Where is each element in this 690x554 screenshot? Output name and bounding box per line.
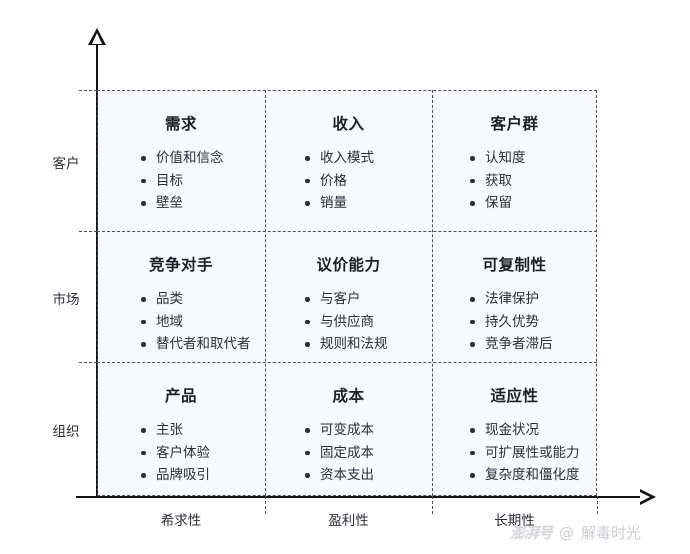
x-axis-label-desirability: 希求性 [160,513,202,529]
list-item: 主张 [141,419,265,442]
list-item: 收入模式 [305,147,432,170]
list-item: 可变成本 [305,419,432,442]
x-axis-tick-3 [597,496,598,514]
cell-title: 成本 [332,387,365,405]
list-item: 法律保护 [470,288,597,311]
list-item: 资本支出 [305,464,432,487]
list-item: 认知度 [470,147,597,170]
cell-title: 产品 [164,387,197,405]
y-axis-tick-2 [79,362,97,363]
cell-title: 竞争对手 [148,256,213,274]
x-axis-tick-2 [432,496,433,514]
x-axis-label-profitability: 盈利性 [328,513,369,529]
x-axis-line [76,496,642,498]
matrix-column-divider-1 [265,90,266,496]
matrix-cell-market-longevity[interactable]: 可复制性 法律保护 持久优势 竞争者滞后 [432,231,597,362]
watermark-at-symbol: @ [559,523,575,542]
cell-item-list: 可变成本 固定成本 资本支出 [265,419,432,487]
matrix-row-divider-2 [97,362,597,363]
watermark-platform-logo: 澎湃号 [510,524,553,542]
list-item: 品牌吸引 [141,464,265,487]
list-item: 竞争者滞后 [470,333,597,356]
matrix-background [97,90,597,496]
x-axis-tick-1 [265,496,266,514]
list-item: 现金状况 [470,419,597,442]
list-item: 规则和法规 [305,333,432,356]
matrix-grid: 需求 价值和信念 目标 壁垒 收入 收入模式 价格 销量 客户群 认知度 获取 … [97,90,597,496]
list-item: 可扩展性或能力 [470,442,597,465]
list-item: 固定成本 [305,442,432,465]
matrix-cell-market-profitability[interactable]: 议价能力 与客户 与供应商 规则和法规 [265,231,432,362]
cell-item-list: 现金状况 可扩展性或能力 复杂度和僵化度 [432,419,597,487]
list-item: 保留 [470,192,597,215]
cell-item-list: 认知度 获取 保留 [432,147,597,215]
list-item: 目标 [141,170,265,193]
list-item: 与客户 [305,288,432,311]
matrix-cell-customer-desirability[interactable]: 需求 价值和信念 目标 壁垒 [97,90,265,231]
x-axis-label-longevity: 长期性 [494,513,535,529]
y-axis-tick-1 [79,231,97,232]
y-axis-label-customer: 客户 [52,156,80,172]
list-item: 复杂度和僵化度 [470,464,597,487]
list-item: 客户体验 [141,442,265,465]
list-item: 持久优势 [470,311,597,334]
list-item: 与供应商 [305,311,432,334]
matrix-cell-customer-longevity[interactable]: 客户群 认知度 获取 保留 [432,90,597,231]
cell-title: 收入 [332,115,365,133]
y-axis-arrow-icon [88,28,106,45]
cell-item-list: 主张 客户体验 品牌吸引 [97,419,265,487]
cell-title: 客户群 [490,115,539,133]
cell-item-list: 价值和信念 目标 壁垒 [97,147,265,215]
x-axis-arrow-icon [640,489,656,505]
cell-item-list: 与客户 与供应商 规则和法规 [265,288,432,356]
list-item: 价格 [305,170,432,193]
matrix-cell-organization-desirability[interactable]: 产品 主张 客户体验 品牌吸引 [97,362,265,496]
list-item: 品类 [141,288,265,311]
cell-title: 需求 [164,115,197,133]
list-item: 价值和信念 [141,147,265,170]
matrix-cell-customer-profitability[interactable]: 收入 收入模式 价格 销量 [265,90,432,231]
cell-title: 可复制性 [482,256,547,274]
cell-title: 议价能力 [316,256,381,274]
matrix-row-divider-1 [97,231,597,232]
y-axis-tick-top [79,90,97,91]
watermark: 澎湃号 @ 解毒时光 [510,522,641,543]
matrix-column-divider-2 [432,90,433,496]
list-item: 壁垒 [141,192,265,215]
y-axis-label-organization: 组织 [52,424,80,440]
watermark-account-name: 解毒时光 [581,524,642,542]
matrix-cell-organization-profitability[interactable]: 成本 可变成本 固定成本 资本支出 [265,362,432,496]
cell-item-list: 品类 地域 替代者和取代者 [97,288,265,356]
matrix-cell-market-desirability[interactable]: 竞争对手 品类 地域 替代者和取代者 [97,231,265,362]
list-item: 地域 [141,311,265,334]
y-axis-label-market: 市场 [52,292,80,308]
list-item: 销量 [305,192,432,215]
cell-title: 适应性 [490,387,539,405]
list-item: 获取 [470,170,597,193]
matrix-cell-organization-longevity[interactable]: 适应性 现金状况 可扩展性或能力 复杂度和僵化度 [432,362,597,496]
cell-item-list: 收入模式 价格 销量 [265,147,432,215]
list-item: 替代者和取代者 [141,333,265,356]
cell-item-list: 法律保护 持久优势 竞争者滞后 [432,288,597,356]
